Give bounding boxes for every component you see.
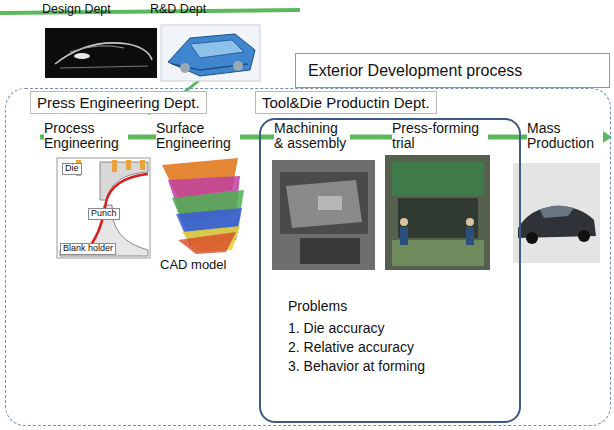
die-punch-section: [112, 160, 117, 172]
design-sketch: [45, 28, 157, 78]
body-in-white-image: [190, 40, 244, 58]
press-trial-photo: [400, 227, 408, 245]
body-in-white-image: [233, 61, 243, 71]
die-punch-section: [57, 158, 150, 258]
machining-photo: [318, 196, 342, 210]
stage-name: Mass Production: [527, 121, 603, 152]
design-sketch: [74, 53, 90, 59]
die-punch-section: [57, 158, 150, 258]
problem-item: 1. Die accuracy: [288, 320, 384, 336]
machining-photo: [280, 172, 368, 234]
process-title-box: Exterior Development process: [295, 53, 610, 88]
production-car-photo: [540, 205, 574, 218]
press-trial-photo: [385, 155, 490, 270]
problem-heading: Problems: [288, 298, 347, 314]
production-car-photo: [578, 230, 590, 242]
part-name: Blank holder: [60, 243, 116, 255]
press-trial-photo: [466, 227, 474, 245]
body-in-white-image: [168, 34, 255, 76]
body-in-white-image: [161, 25, 260, 81]
stage-name: Process Engineering: [44, 121, 128, 152]
department-heading: Press Engineering Dept.: [30, 91, 207, 114]
design-sketch: [60, 66, 148, 68]
production-car-photo: [513, 163, 600, 263]
machining-photo: [272, 160, 375, 270]
stage-name: Machining & assembly: [274, 121, 350, 152]
die-punch-section: [126, 160, 131, 170]
die-punch-section: [60, 174, 148, 246]
cad-surface-model: [178, 232, 236, 254]
model-caption: CAD model: [160, 258, 226, 272]
problem-item: 3. Behavior at forming: [288, 358, 425, 374]
press-trial-photo: [392, 162, 484, 196]
design-sketch: [45, 28, 157, 78]
die-punch-section: [140, 160, 145, 170]
machining-photo: [272, 160, 375, 270]
process-title: Exterior Development process: [308, 62, 522, 80]
body-in-white-image: [161, 25, 260, 81]
department-name: Design Dept: [42, 3, 111, 17]
production-car-photo: [526, 232, 538, 244]
problem-item: 2. Relative accuracy: [288, 339, 414, 355]
press-trial-photo: [466, 218, 474, 226]
body-in-white-image: [180, 63, 190, 73]
die-punch-section: [60, 205, 148, 256]
design-sketch: [55, 43, 152, 64]
part-name: Punch: [88, 208, 120, 220]
press-trial-photo: [385, 155, 490, 270]
cad-surface-model: [162, 158, 244, 254]
trial-problem-region: Problems 1. Die accuracy 2. Relative accur…: [259, 118, 521, 423]
part-name: Die: [62, 163, 82, 175]
department-heading: Tool&Die Productin Dept.: [255, 91, 437, 114]
design-sketch: [70, 46, 124, 52]
stage-name: Surface Engineering: [156, 121, 240, 152]
production-car-photo: [513, 163, 600, 263]
department-name: R&D Dept: [150, 3, 206, 17]
machining-photo: [300, 238, 360, 264]
stage-name: Press-forming trial: [392, 121, 488, 152]
machining-photo: [286, 180, 362, 228]
press-trial-photo: [400, 218, 408, 226]
